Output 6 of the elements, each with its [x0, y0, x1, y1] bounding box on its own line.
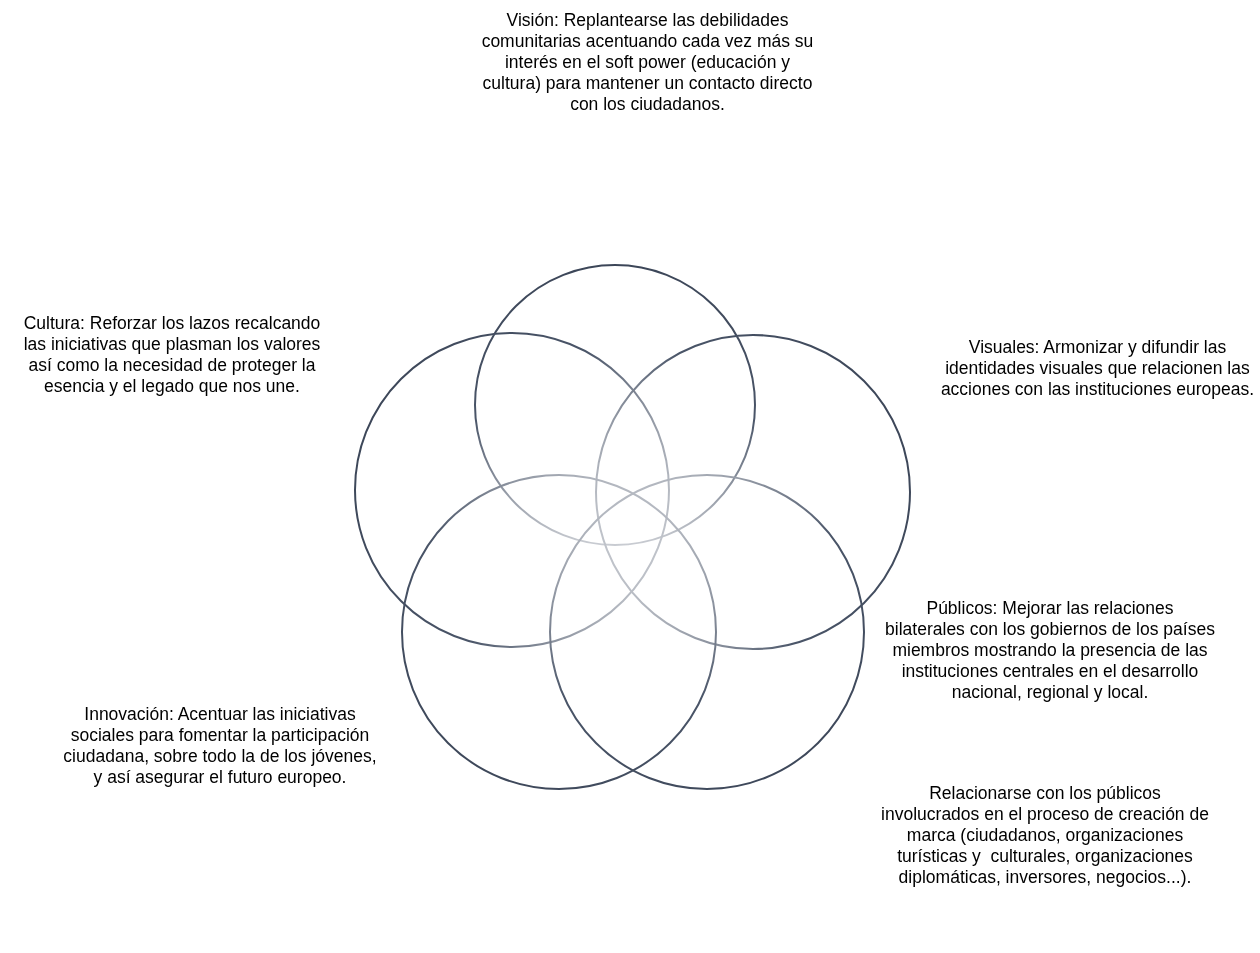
description-text: Cultura: Reforzar los lazos recalcando las iniciativas que plasman los valores así como la necesidad de proteger la esencia y el legado que nos une. [22, 313, 322, 397]
description-text: Relacionarse con los públicos involucrados en el proceso de creación de marca (ciudadanos, organizaciones turísticas y culturales, organizaciones diplomáticas, inversores, negocios...). [880, 783, 1210, 888]
description-text: Visuales: Armonizar y difundir las identidades visuales que relacionen las acciones con las instituciones europeas. [939, 337, 1256, 400]
description-text: Públicos: Mejorar las relaciones bilaterales con los gobiernos de los países miembros mostrando la presencia de las instituciones centrales en el desarrollo nacional, regional y local. [885, 598, 1215, 703]
description-text: Innovación: Acentuar las iniciativas sociales para fomentar la participación ciudadana, sobre todo la de los jóvenes, y así asegurar el futuro europeo. [62, 704, 378, 788]
description-text: Visión: Replantearse las debilidades comunitarias acentuando cada vez más su interés en el soft power (educación y cultura) para mantener un contacto directo con los ciudadanos. [480, 10, 815, 115]
